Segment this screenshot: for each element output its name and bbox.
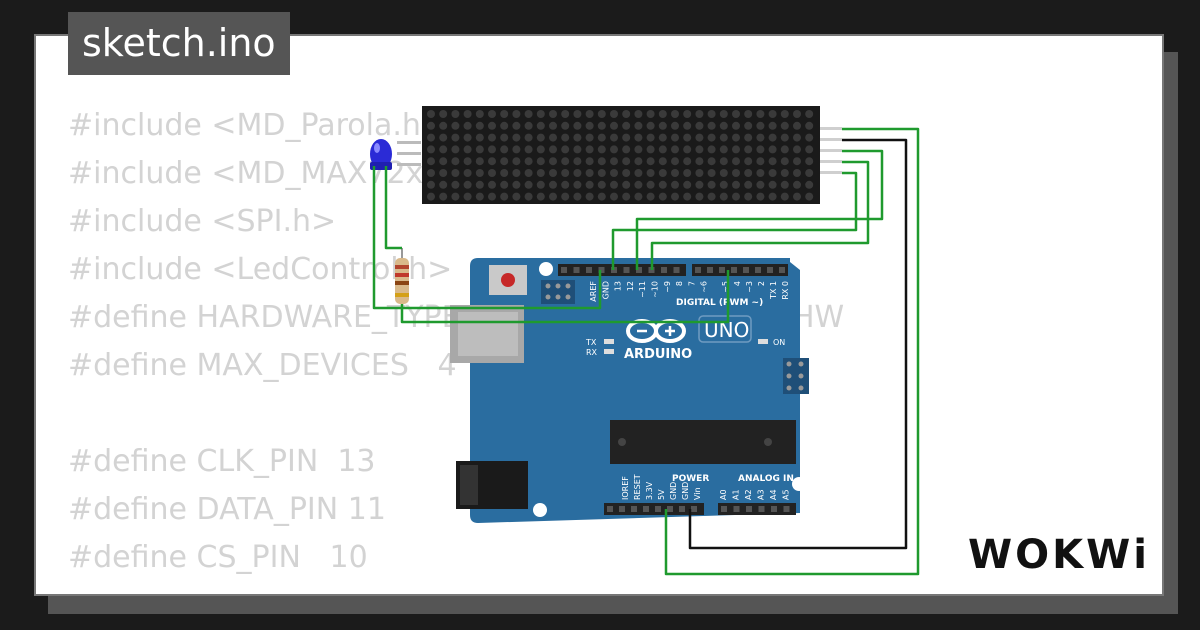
- digital-label: DIGITAL (PWM ~): [676, 298, 763, 308]
- analog-label: ANALOG IN: [738, 474, 794, 484]
- pin-label: 3.3V: [645, 481, 654, 500]
- pin-label: ~6: [700, 281, 709, 293]
- wire-clk: [611, 171, 858, 270]
- matrix-pins: [820, 127, 842, 174]
- wire-din: [635, 149, 884, 270]
- pin-label: RESET: [633, 474, 642, 500]
- matrix-body: [422, 106, 820, 204]
- pin-label: 12: [626, 281, 635, 291]
- on-label: ON: [773, 338, 785, 347]
- pin-label: ~10: [651, 281, 660, 298]
- wires: [372, 127, 920, 576]
- pin-label: A3: [757, 489, 766, 500]
- digital-header-high: [692, 264, 788, 276]
- pin-label: 5V: [657, 489, 666, 500]
- pin-label: TX 1: [769, 281, 778, 300]
- led-matrix-module[interactable]: [422, 106, 842, 204]
- tx-label: TX: [585, 338, 597, 347]
- code-line: #define DATA_PIN 11: [68, 492, 386, 527]
- blue-led[interactable]: [370, 139, 421, 170]
- code-line: #define CLK_PIN 13: [68, 444, 376, 479]
- arduino-uno-board[interactable]: UNO ARDUINO DIGITAL (PWM ~) POWER ANALOG…: [450, 258, 809, 523]
- code-line: #include <LedControl.h>: [68, 252, 453, 287]
- matrix-dots: [427, 110, 814, 201]
- pin-label: 13: [614, 281, 623, 291]
- power-label: POWER: [672, 474, 709, 484]
- pin-label: ~3: [745, 281, 754, 293]
- pin-label: A0: [719, 489, 728, 500]
- code-line: #include <MD_Parola.h>: [68, 108, 447, 143]
- pin-label: A5: [782, 489, 791, 500]
- wire-led-resistor: [400, 270, 730, 324]
- code-line: #define MAX_DEVICES 4: [68, 348, 457, 383]
- pin-label: 8: [675, 281, 684, 286]
- pin-label: A1: [732, 489, 741, 500]
- pin-label: RX 0: [781, 281, 790, 300]
- wire-led-anode: [384, 166, 402, 250]
- pin-label: ~11: [638, 281, 647, 298]
- wokwi-logo: WOKWi: [968, 532, 1150, 578]
- pin-label: GND: [681, 482, 690, 500]
- wire-cs: [650, 160, 870, 270]
- pin-label: 2: [757, 281, 766, 286]
- wire-gnd: [688, 138, 908, 550]
- pin-label: ~9: [663, 281, 672, 293]
- code-line: #include <SPI.h>: [68, 204, 337, 239]
- pin-label: 7: [687, 281, 696, 286]
- pin-label: ~5: [721, 281, 730, 293]
- pin-label: Vin: [693, 487, 702, 500]
- rx-label: RX: [586, 348, 598, 357]
- sketch-title: sketch.ino: [68, 12, 290, 75]
- wire-led-cathode: [372, 166, 602, 310]
- pin-label: AREF: [589, 281, 598, 302]
- code-line: #define CS_PIN 10: [68, 540, 368, 575]
- pin-label: A4: [769, 489, 778, 500]
- wire-vcc: [664, 127, 920, 576]
- board-brand: ARDUINO: [624, 347, 692, 362]
- pin-label: IOREF: [621, 476, 630, 500]
- pin-label: GND: [601, 281, 610, 299]
- pin-label: GND: [669, 482, 678, 500]
- pin-label: A2: [744, 489, 753, 500]
- pin-label: 4: [733, 281, 742, 286]
